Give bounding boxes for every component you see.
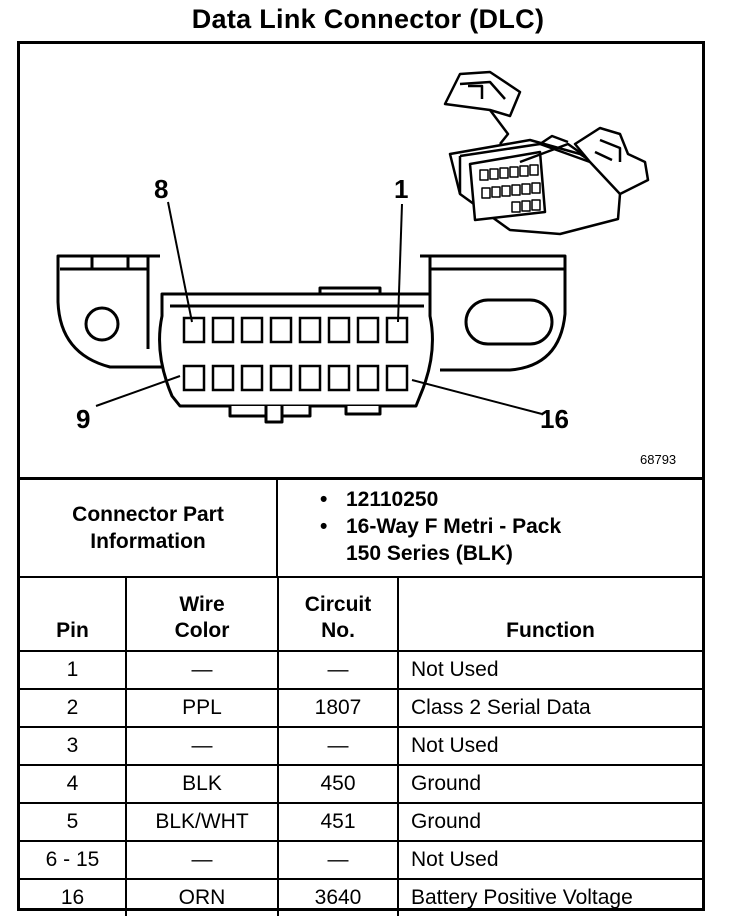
cell-function: Ground [397, 764, 702, 804]
header-pin: Pin [20, 576, 127, 652]
cell-wire-color: — [125, 650, 279, 690]
cell-pin: 6 - 15 [20, 840, 127, 880]
table-row: 6 - 15 — — Not Used [20, 840, 702, 880]
table-row: 1 — — Not Used [20, 650, 702, 690]
cell-circuit: 3640 [277, 878, 399, 916]
connector-info-item: 16-Way F Metri - Pack [320, 513, 561, 540]
cell-wire-color: BLK/WHT [125, 802, 279, 842]
table-row: 4 BLK 450 Ground [20, 764, 702, 804]
table-row: 5 BLK/WHT 451 Ground [20, 802, 702, 842]
cell-circuit: 1807 [277, 688, 399, 728]
connector-part-number: 12110250 [346, 488, 439, 511]
cell-wire-color: ORN [125, 878, 279, 916]
connector-3d-illustration [443, 70, 650, 236]
cell-function: Ground [397, 802, 702, 842]
connector-info-label-line1: Connector Part [72, 503, 224, 526]
cell-wire-color: — [125, 726, 279, 766]
connector-part-info: Connector Part Information 12110250 16-W… [20, 477, 702, 576]
cell-circuit: 451 [277, 802, 399, 842]
connector-diagram: 8 1 9 16 [56, 70, 650, 434]
table-row: 3 — — Not Used [20, 726, 702, 766]
connector-type-line2: 150 Series (BLK) [346, 542, 513, 565]
leader-lines [95, 201, 543, 415]
connector-info-label: Connector Part Information [20, 480, 278, 576]
connector-info-item: 12110250 [320, 486, 561, 513]
connector-info-label-line2: Information [90, 530, 206, 553]
cell-function: Not Used [397, 726, 702, 766]
cell-pin: 2 [20, 688, 127, 728]
cell-circuit: — [277, 650, 399, 690]
cell-circuit: — [277, 726, 399, 766]
page-title: Data Link Connector (DLC) [191, 4, 545, 34]
pin-label-8: 8 [154, 174, 168, 204]
cell-pin: 4 [20, 764, 127, 804]
cell-function: Not Used [397, 840, 702, 880]
connector-info-item: 150 Series (BLK) [320, 540, 561, 567]
table-row: 16 ORN 3640 Battery Positive Voltage [20, 878, 702, 916]
cell-pin: 1 [20, 650, 127, 690]
header-function: Function [397, 576, 702, 652]
cell-wire-color: PPL [125, 688, 279, 728]
cell-function: Class 2 Serial Data [397, 688, 702, 728]
cell-pin: 3 [20, 726, 127, 766]
diagram-part-number: 68793 [640, 452, 677, 467]
connector-type-line1: 16-Way F Metri - Pack [346, 515, 562, 538]
pin-cavities [182, 316, 409, 392]
table-row: 2 PPL 1807 Class 2 Serial Data [20, 688, 702, 728]
connector-info-list: 12110250 16-Way F Metri - Pack 150 Serie… [320, 486, 561, 567]
pin-label-16: 16 [540, 404, 569, 434]
pin-label-1: 1 [394, 174, 408, 204]
cell-pin: 5 [20, 802, 127, 842]
cell-wire-color: — [125, 840, 279, 880]
cell-pin: 16 [20, 878, 127, 916]
cell-wire-color: BLK [125, 764, 279, 804]
cell-function: Battery Positive Voltage [397, 878, 702, 916]
cell-circuit: — [277, 840, 399, 880]
cell-function: Not Used [397, 650, 702, 690]
pin-label-9: 9 [76, 404, 90, 434]
cell-circuit: 450 [277, 764, 399, 804]
